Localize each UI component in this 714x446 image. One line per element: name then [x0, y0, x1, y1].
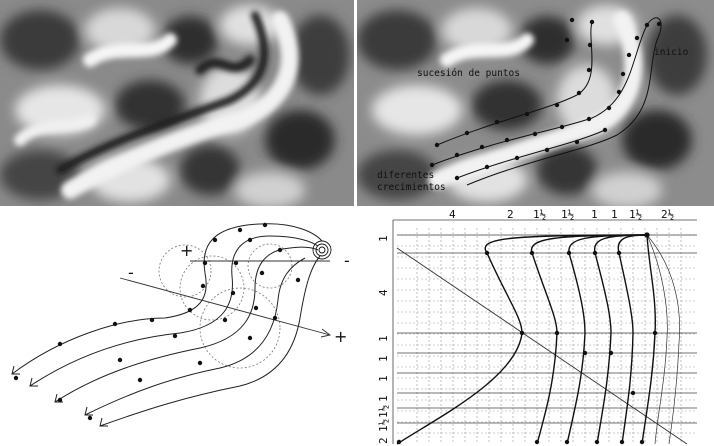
top-label-8: 2½: [661, 208, 674, 221]
sign-minus-left: -: [128, 263, 134, 282]
relief-photo-annotated-image: sucesión de puntos inicio diferentes cre…: [357, 0, 714, 206]
growth-grid: 4 2 1½ 1½ 1 1 1½ 2½ 1 4 1 1 1 1 1½ 1½ 2: [357, 208, 714, 446]
growth-grid-svg: 4 2 1½ 1½ 1 1 1½ 2½ 1 4 1 1 1 1 1½ 1½ 2: [357, 208, 714, 446]
sign-plus-bottom: +: [334, 327, 347, 346]
label-growths: crecimientos: [377, 182, 446, 193]
label-different: diferentes: [377, 170, 434, 181]
top-label-6: 1: [611, 208, 618, 221]
side-label-4: 1: [377, 355, 390, 362]
top-label-2: 2: [507, 208, 514, 221]
top-label-7: 1½: [629, 208, 642, 221]
relief-photo-left-image: [0, 0, 354, 206]
side-label-1: 1: [377, 235, 390, 242]
label-point-sequence: sucesión de puntos: [417, 68, 520, 79]
growth-diagram-svg: + - - +: [0, 208, 357, 446]
side-label-6: 1: [377, 395, 390, 402]
top-label-1: 4: [449, 208, 456, 221]
side-label-8: 1½: [377, 419, 390, 432]
side-label-2: 4: [377, 289, 390, 296]
relief-photo-left: [0, 0, 354, 206]
label-start: inicio: [654, 47, 689, 58]
side-label-3: 1: [377, 335, 390, 342]
growth-diagram: + - - +: [0, 208, 357, 446]
top-label-4: 1½: [561, 208, 574, 221]
sign-plus-top: +: [180, 241, 193, 260]
top-label-5: 1: [591, 208, 598, 221]
relief-photo-annotated: sucesión de puntos inicio diferentes cre…: [357, 0, 714, 206]
sign-minus-right: -: [344, 251, 350, 270]
side-label-5: 1: [377, 375, 390, 382]
side-label-7: 1½: [377, 405, 390, 418]
side-label-9: 2: [377, 437, 390, 444]
top-label-3: 1½: [533, 208, 546, 221]
